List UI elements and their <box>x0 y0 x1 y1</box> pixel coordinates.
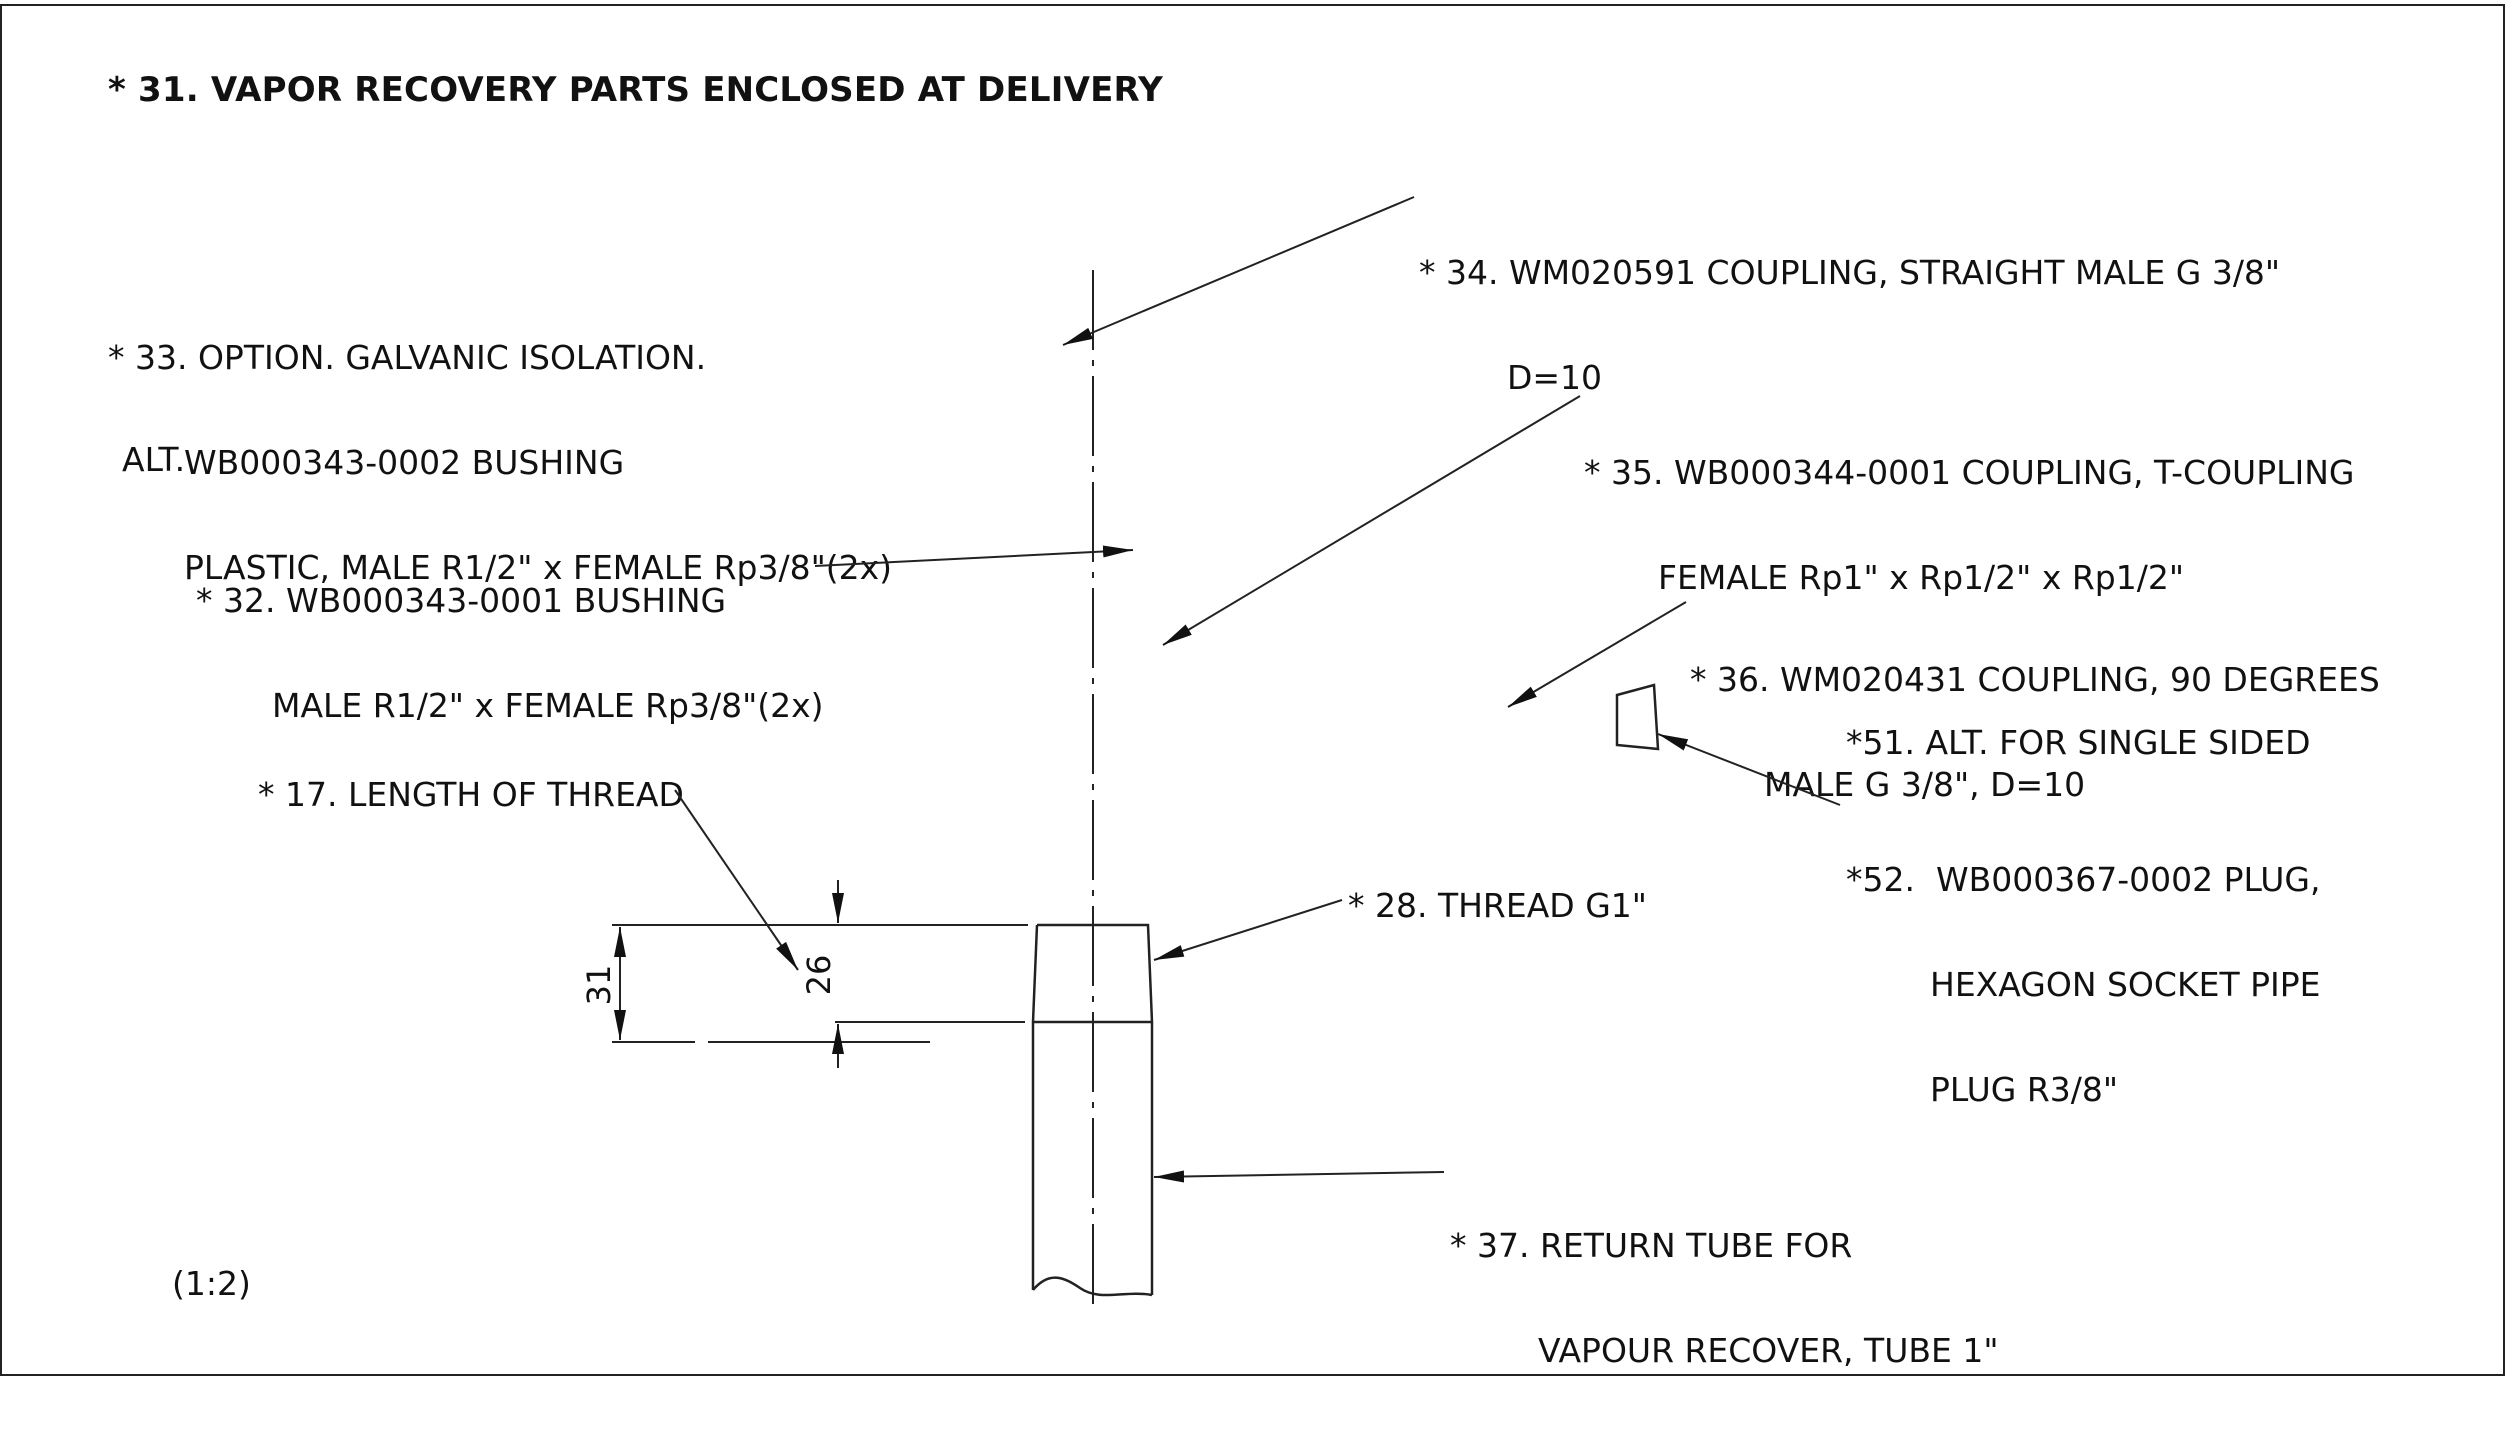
note-36-line1: * 36. WM020431 COUPLING, 90 DEGREES <box>1690 660 2380 699</box>
return-tube-shape <box>1031 923 1154 1297</box>
tube-right-edge <box>1037 923 1154 1295</box>
note-37-line2: VAPOUR RECOVER, TUBE 1" <box>1538 1331 1999 1370</box>
leader-52 <box>1657 733 1841 806</box>
dim26-value: 26 <box>800 955 838 996</box>
note-alt: ALT. <box>122 440 186 479</box>
note-51-single-sided: *51. ALT. FOR SINGLE SIDED <box>1846 723 2311 762</box>
tube-left-edge <box>1031 924 1039 1290</box>
note-36-line2: MALE G 3/8", D=10 <box>1764 765 2086 804</box>
drawing-geometry: 31 26 <box>580 196 1841 1305</box>
dim31-value: 31 <box>580 965 618 1006</box>
note-32-bushing: * 32. WB000343-0001 BUSHING MALE R1/2" x… <box>196 513 824 793</box>
leader-36 <box>1507 601 1687 708</box>
scale-label: (1:2) <box>172 1264 251 1303</box>
note-34-line2: D=10 <box>1507 358 1603 397</box>
leader-17 <box>674 789 799 971</box>
note-33-line2: WB000343-0002 BUSHING <box>184 443 625 482</box>
leader-37 <box>1153 1170 1445 1183</box>
note-33-line3: PLASTIC, MALE R1/2" x FEMALE Rp3/8"(2x) <box>184 548 893 587</box>
note-33-line1: * 33. OPTION. GALVANIC ISOLATION. <box>108 338 707 377</box>
drawing-title: * 31. VAPOR RECOVERY PARTS ENCLOSED AT D… <box>108 70 1163 110</box>
leader-32 <box>814 545 1134 567</box>
leader-34 <box>1062 196 1415 346</box>
dimension-31 <box>612 924 1028 1043</box>
tube-break-line <box>1032 1276 1153 1297</box>
drawing-sheet: * 31. VAPOR RECOVERY PARTS ENCLOSED AT D… <box>0 4 2505 1376</box>
note-35-t-coupling: * 35. WB000344-0001 COUPLING, T-COUPLING… <box>1584 385 2355 665</box>
note-52-line3: PLUG R3/8" <box>1930 1070 2119 1109</box>
note-32-line2: MALE R1/2" x FEMALE Rp3/8"(2x) <box>272 686 824 725</box>
note-34-coupling: * 34. WM020591 COUPLING, STRAIGHT MALE G… <box>1419 185 2280 465</box>
note-52-line2: HEXAGON SOCKET PIPE <box>1930 965 2321 1004</box>
note-17-thread-length: * 17. LENGTH OF THREAD <box>258 775 684 814</box>
note-33-galvanic-isolation: * 33. OPTION. GALVANIC ISOLATION. WB0003… <box>108 270 892 655</box>
note-34-line1: * 34. WM020591 COUPLING, STRAIGHT MALE G… <box>1419 253 2281 292</box>
note-35-line1: * 35. WB000344-0001 COUPLING, T-COUPLING <box>1584 453 2355 492</box>
dimension-26 <box>832 880 1025 1068</box>
note-28-thread: * 28. THREAD G1" <box>1348 886 1647 925</box>
note-32-line1: * 32. WB000343-0001 BUSHING <box>196 581 727 620</box>
leader-35 <box>1162 395 1581 646</box>
plug-shape <box>1615 683 1660 751</box>
note-35-line2: FEMALE Rp1" x Rp1/2" x Rp1/2" <box>1658 558 2185 597</box>
note-36-coupling-90: * 36. WM020431 COUPLING, 90 DEGREES MALE… <box>1690 592 2380 872</box>
note-52-plug: *52. WB000367-0002 PLUG, HEXAGON SOCKET … <box>1846 792 2320 1177</box>
note-52-line1: *52. WB000367-0002 PLUG, <box>1846 860 2321 899</box>
note-37-line1: * 37. RETURN TUBE FOR <box>1450 1226 1853 1265</box>
note-37-return-tube: * 37. RETURN TUBE FOR VAPOUR RECOVER, TU… <box>1450 1158 1999 1438</box>
leader-28 <box>1153 899 1343 961</box>
